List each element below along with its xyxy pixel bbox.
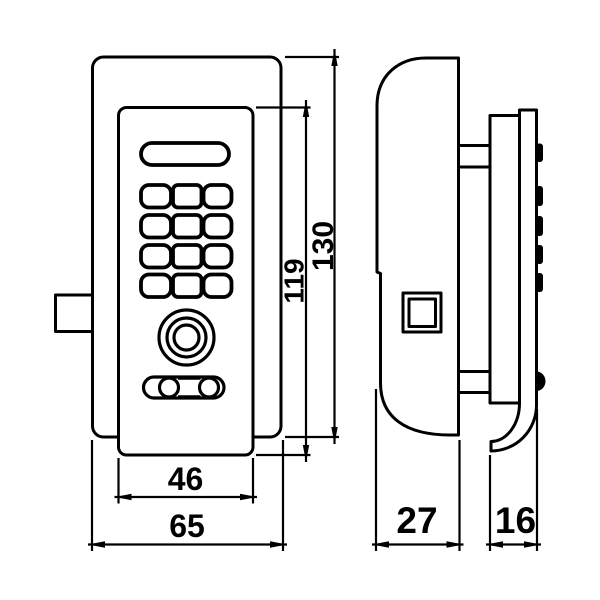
speaker-slot [139,141,231,167]
keypad-button [139,183,173,210]
keypad-button [171,213,204,240]
cover-flap [489,108,538,453]
side-view [375,56,546,453]
knob-center [172,323,201,352]
latch-side-inner [407,297,437,328]
knob-profile-bump [536,371,546,391]
mounting-bolt-upper [458,144,490,169]
dimension-label-119: 119 [279,258,310,303]
arrowhead-left [486,541,503,548]
arrowhead-right [446,541,464,548]
keypad-button [171,272,204,299]
keypad-button [201,243,234,270]
keypad-profile-bumps [536,143,546,391]
arrowhead-bottom [331,427,338,444]
arrowhead-left [88,541,105,548]
keypad-row-bump [536,186,543,206]
arrowhead-right [240,493,257,501]
arrowhead-left [114,493,132,501]
screw-right [197,376,221,399]
dimensions: 46 65 119 130 [88,49,541,551]
arrowhead-right [524,541,541,548]
extension-lines [285,55,339,439]
keypad-row-bump [536,245,543,264]
keypad-button [139,272,173,299]
keypad [139,183,234,299]
mounting-bolt-lower [458,370,490,394]
keypad-button [171,243,204,270]
keypad-button [139,243,173,270]
keypad-button [171,183,204,210]
dimension-keypad-plate-depth: 16 [486,409,541,551]
dimension-label-65: 65 [169,508,205,544]
dimension-body-depth: 27 [372,389,464,551]
screw-left [157,376,181,399]
extension-lines [90,440,285,551]
arrowhead-top [302,100,310,117]
dimension-inner-panel-width: 46 [114,458,257,504]
arrowhead-top [331,49,338,66]
dimension-outer-plate-width: 65 [88,440,287,551]
extension-lines [256,106,311,457]
dimension-label-27: 27 [396,500,437,541]
front-view [54,55,283,457]
arrowhead-bottom [302,445,310,462]
dimension-outer-plate-height: 130 [285,49,340,444]
keypad-button [139,213,173,240]
latch-bolt [54,293,93,333]
arrowhead-right [270,541,287,548]
knob [157,308,216,367]
extension-lines [374,389,461,551]
dimension-label-16: 16 [495,500,536,541]
keypad-row-bump [536,273,543,292]
back-plate [488,114,521,405]
side-body [375,56,460,437]
keypad-button [201,272,234,299]
speaker-profile-bump [536,143,543,162]
screw-plate [141,375,226,400]
keypad-button [201,183,234,210]
dimension-label-130: 130 [307,221,340,271]
arrowhead-left [372,541,389,548]
dimension-label-46: 46 [168,461,204,497]
extension-lines [488,409,539,551]
keypad-row-bump [536,216,543,236]
dimension-inner-panel-height: 119 [256,100,311,462]
keypad-button [201,213,234,240]
